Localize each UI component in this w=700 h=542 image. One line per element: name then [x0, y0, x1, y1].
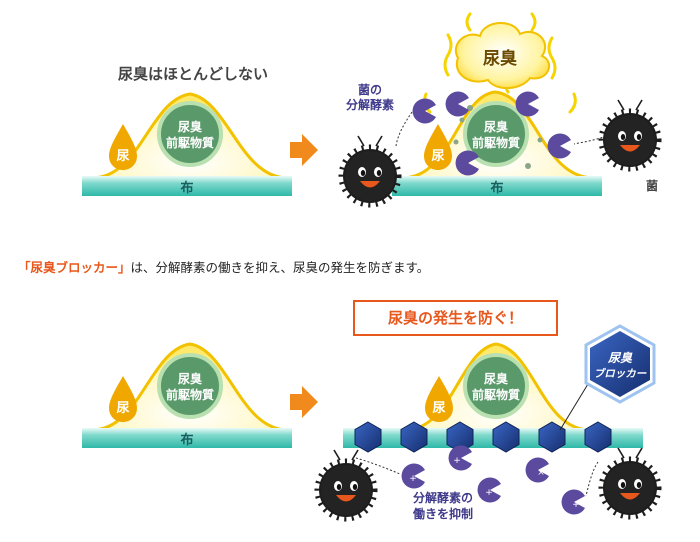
- inhibited-mark: +: [572, 500, 580, 510]
- panel-no-odor: 尿臭はほとんどしない 布 尿 尿臭 前駆物質: [82, 65, 292, 196]
- explanation-caption: 「尿臭ブロッカー」は、分解酵素の働きを抑え、尿臭の発生を防ぎます。: [18, 257, 429, 276]
- urine-drop-label: 尿: [116, 149, 129, 164]
- cloth-strip: [82, 176, 292, 196]
- enzyme-pointer-line: [585, 461, 599, 497]
- precursor-label-line1: 尿臭: [484, 119, 508, 134]
- bacterium-icon: [603, 100, 657, 167]
- caption-text: は、分解酵素の働きを抑え、尿臭の発生を防ぎます。: [130, 260, 430, 275]
- urine-drop-label: 尿: [431, 149, 444, 164]
- prevent-odor-banner: 尿臭の発生を防ぐ！: [353, 300, 558, 336]
- bacterium-icon: [319, 450, 373, 517]
- precursor-label-line2: 前駆物質: [166, 387, 214, 402]
- enzyme-label-line2: 分解酵素: [346, 97, 394, 112]
- cloth-label: 布: [490, 180, 503, 196]
- panel-no-odor-blocked: 布 尿 尿臭 前駆物質: [82, 342, 292, 448]
- panel-odor-generated: 尿臭 布 尿 尿臭 前駆物質 菌の 分解酵素 菌: [343, 12, 658, 203]
- urine-drop-label: 尿: [116, 401, 129, 416]
- cloth-label: 布: [180, 432, 193, 448]
- enzyme-icon: [445, 91, 469, 117]
- precursor-label-line2: 前駆物質: [472, 135, 520, 150]
- cloth-strip: [392, 176, 602, 196]
- precursor-label-line2: 前駆物質: [166, 135, 214, 150]
- precursor-label-line1: 尿臭: [178, 119, 202, 134]
- panel1-title: 尿臭はほとんどしない: [118, 65, 268, 83]
- odor-cloud: [455, 22, 551, 89]
- precursor-label-line1: 尿臭: [178, 371, 202, 386]
- inhibited-mark: +: [485, 488, 493, 498]
- bacterium-icon: [343, 136, 397, 203]
- cloth-strip: [82, 428, 292, 448]
- cloth-label: 布: [180, 180, 193, 196]
- inhibited-mark: +: [409, 474, 417, 484]
- precursor-label-line2: 前駆物質: [472, 387, 520, 402]
- caption-highlight: 「尿臭ブロッカー」: [18, 260, 131, 275]
- blocker-badge-line2: ブロッカー: [594, 367, 647, 380]
- inhibited-mark: ×: [537, 468, 545, 478]
- enzyme-pointer-line: [573, 135, 607, 145]
- blocker-badge: 尿臭 ブロッカー: [584, 324, 656, 404]
- blocker-badge-line1: 尿臭: [607, 351, 633, 365]
- odor-cloud-label: 尿臭: [483, 48, 517, 69]
- urine-drop-label: 尿: [432, 401, 445, 416]
- badge-leader-line: [559, 383, 589, 431]
- bacterium-icon: [603, 448, 657, 515]
- precursor-ball: [157, 101, 223, 167]
- panel-odor-prevented: 尿 尿臭 前駆物質 尿臭 ブロッカー + + + × +: [319, 324, 657, 521]
- inhibited-mark: +: [453, 456, 461, 466]
- bacteria-label: 菌: [646, 178, 658, 193]
- inhibit-label-line2: 働きを抑制: [412, 506, 473, 521]
- enzyme-pointer-line: [395, 111, 413, 147]
- arrow-right-icon: [290, 134, 318, 166]
- enzyme-label-line1: 菌の: [358, 82, 382, 97]
- precursor-label-line1: 尿臭: [484, 371, 508, 386]
- enzyme-icon: [412, 98, 436, 124]
- precursor-ball: [463, 353, 529, 419]
- precursor-ball: [157, 353, 223, 419]
- inhibit-label-line1: 分解酵素の: [413, 490, 473, 505]
- arrow-right-icon: [290, 386, 318, 418]
